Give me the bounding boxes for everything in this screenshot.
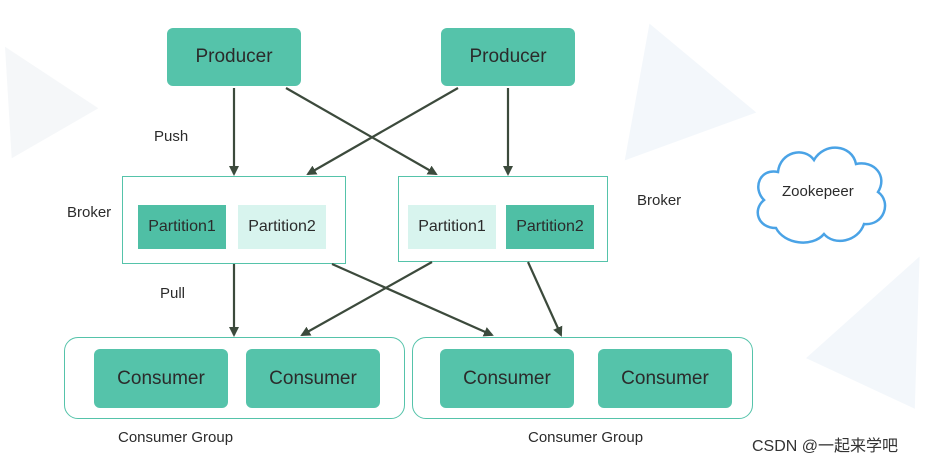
broker-left-label: Broker	[67, 204, 112, 221]
consumer-right-2: Consumer	[598, 349, 732, 408]
arrow-broker2-group2	[526, 261, 563, 337]
consumer-left-2: Consumer	[246, 349, 380, 408]
broker-left-partition2: Partition2	[238, 205, 326, 249]
broker-right-label: Broker	[637, 192, 682, 209]
consumer-left-1: Consumer	[94, 349, 228, 408]
arrow-producer1-broker2	[285, 87, 438, 175]
consumer-group-left-label: Consumer Group	[118, 429, 234, 446]
pull-label: Pull	[160, 285, 186, 302]
broker-right-partition2: Partition2	[506, 205, 594, 249]
producer-right: Producer	[441, 28, 575, 86]
consumer-group-right-label: Consumer Group	[528, 429, 644, 446]
arrow-producer2-broker1	[306, 87, 459, 175]
consumer-right-1: Consumer	[440, 349, 574, 408]
broker-right-partition1: Partition1	[408, 205, 496, 249]
broker-left-partition1: Partition1	[138, 205, 226, 249]
zookeeper-cloud-icon	[756, 146, 887, 244]
producer-left: Producer	[167, 28, 301, 86]
push-label: Push	[154, 128, 189, 145]
watermark: CSDN @一起来学吧	[752, 438, 899, 455]
arrow-broker2-group1	[300, 261, 433, 336]
arrow-broker1-group2	[331, 262, 494, 337]
zookeeper-label: Zookepeer	[782, 183, 854, 200]
